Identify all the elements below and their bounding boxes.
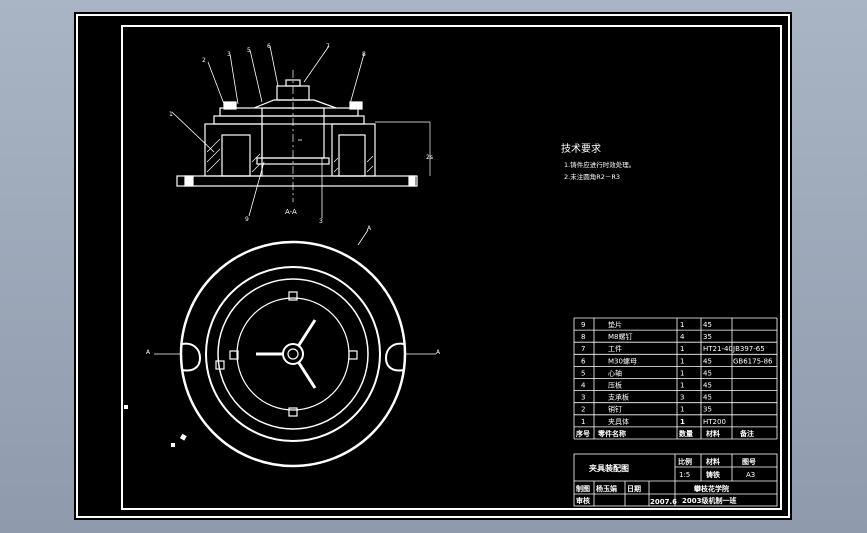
outer-frame [76,14,790,518]
class-name: 2003级机制一班 [682,496,736,505]
balloon: 9 [245,216,249,223]
drawing-no-label: 图号 [742,457,756,466]
ratio-label: 比例 [678,457,692,466]
tech-req-title: 技术要求 [561,142,601,155]
title-block-text: 夹具装配图 比例 材料 图号 1:5 铸铁 A3 制图 杨玉娟 日期 审核 20… [576,457,756,506]
parts-list-header-note: 备注 [739,429,754,438]
parts-list-material: HT200 [703,418,726,426]
tech-req-item: 2.未注圆角R2－R3 [564,172,620,181]
parts-list-header-qty: 数量 [679,429,693,438]
material-label: 材料 [705,457,720,466]
title-block [573,453,778,507]
date-label: 日期 [627,484,641,493]
parts-list-name: 夹具体 [608,417,629,426]
parts-list-material: 45 [703,382,712,390]
parts-list-material: 45 [703,369,712,377]
school-name: 攀枝花学院 [693,484,729,493]
drawing-no-value: A3 [746,471,755,479]
checked-label: 审核 [576,496,590,505]
plan-view-debris [124,405,187,447]
parts-list-name: 心轴 [608,368,622,377]
parts-list-no: 7 [581,345,585,353]
drawn-label: 制图 [576,484,590,493]
ratio-value: 1:5 [679,471,690,479]
parts-list-qty: 3 [680,394,684,402]
parts-list-note: JB397-65 [732,345,765,353]
section-view [171,45,431,218]
parts-list-name: 销钉 [608,405,622,414]
balloon: 3 [227,51,231,58]
cut-label-left: A [146,349,151,356]
section-label: A-A [285,208,297,216]
parts-list-material: 45 [703,321,712,329]
balloon: 8 [362,51,366,58]
balloon: 5 [247,47,251,54]
balloon: 1 [169,111,173,118]
date-value: 2007.6 [650,498,677,506]
dimension-label: 2s [426,154,433,161]
balloon: 3 [319,218,323,225]
plan-view [154,229,436,468]
parts-list-no: 8 [581,333,585,341]
balloon: 6 [267,43,271,50]
technical-requirements: 技术要求 1.铸件应进行时效处理。 2.未注圆角R2－R3 [561,142,635,181]
parts-list-no: 2 [581,406,585,414]
view-arrow-label: A [367,225,372,232]
parts-list-qty: 1 [680,382,684,390]
parts-list-name: 支承板 [608,393,629,402]
parts-list-qty: 1 [680,345,684,353]
parts-list-qty: 1 [680,357,684,365]
parts-list-material: 45 [703,394,712,402]
parts-list-name: M30螺母 [608,356,637,365]
drawing-sheet: 2 3 5 6 7 8 1 9 3 2s A-A [74,12,792,520]
parts-list-header-material: 材料 [705,429,720,438]
drawn-by: 杨玉娟 [596,484,617,493]
parts-list-qty: 1 [680,369,684,377]
parts-list-no: 6 [581,357,586,365]
drawing-canvas: 2 3 5 6 7 8 1 9 3 2s A-A [76,14,790,518]
cut-label-right: A [436,349,441,356]
parts-list-no: 4 [581,382,586,390]
parts-list-no: 1 [581,418,585,426]
parts-list-name: 工件 [608,344,622,353]
balloon: 2 [202,57,206,64]
balloon: 7 [326,43,330,50]
parts-list-material: HT21-40 [703,345,733,353]
parts-list-material: 45 [703,357,712,365]
parts-list-material: 35 [703,406,712,414]
parts-list-note: GB6175-86 [733,357,773,365]
parts-list-qty: 1 [680,321,684,329]
parts-list-no: 5 [581,369,585,377]
parts-list-name: 垫片 [608,320,622,329]
parts-list-qty: 4 [680,333,685,341]
parts-list-header-no: 序号 [575,429,590,438]
parts-list-name: M8螺钉 [608,332,633,341]
drawing-name: 夹具装配图 [589,463,629,473]
material-value: 铸铁 [706,470,720,479]
parts-list-material: 35 [703,333,712,341]
tech-req-item: 1.铸件应进行时效处理。 [564,160,635,169]
inner-frame [121,25,782,510]
parts-list-name: 压板 [608,381,622,390]
parts-list-qty: 1 [680,418,685,426]
parts-list-no: 3 [581,394,585,402]
parts-list-qty: 1 [680,406,684,414]
parts-list-header-name: 零件名称 [597,429,626,438]
parts-list-no: 9 [581,321,585,329]
section-balloons: 2 3 5 6 7 8 1 9 3 2s [169,43,433,225]
